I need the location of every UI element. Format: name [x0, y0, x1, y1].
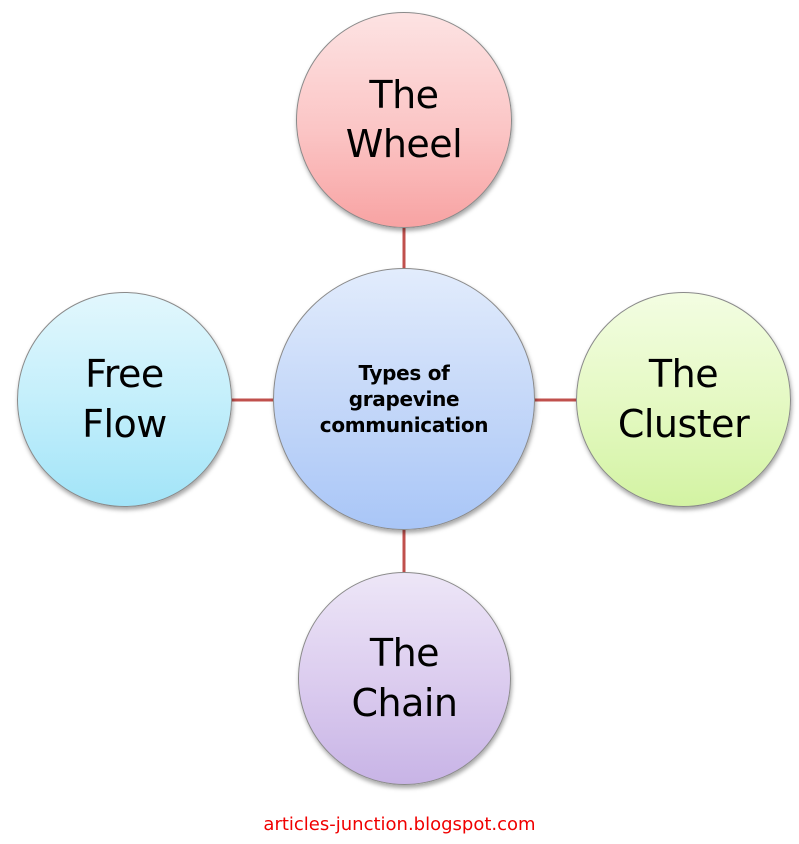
node-free-flow: Free Flow	[17, 292, 232, 507]
node-the-chain: The Chain	[298, 572, 511, 785]
center-label: Types of grapevine communication	[319, 361, 489, 437]
node-label: Free Flow	[82, 352, 167, 446]
node-center-types-of-grapevine: Types of grapevine communication	[273, 268, 535, 530]
node-label: The Chain	[351, 631, 458, 725]
node-label: The Cluster	[617, 352, 750, 446]
node-the-cluster: The Cluster	[576, 292, 791, 507]
footer-watermark-link[interactable]: articles-junction.blogspot.com	[263, 814, 536, 835]
node-the-wheel: The Wheel	[296, 12, 512, 228]
node-label: The Wheel	[345, 72, 463, 166]
